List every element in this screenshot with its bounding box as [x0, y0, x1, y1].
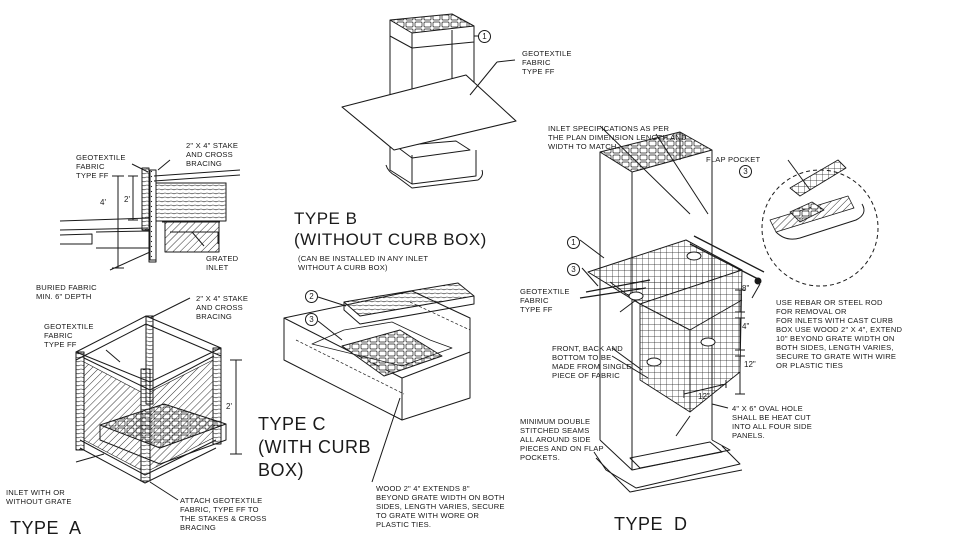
- dim-section-2ft: 2': [124, 195, 130, 204]
- dim-d-12in-side: 12": [744, 360, 756, 369]
- type-a-drawing: [75, 297, 242, 501]
- note-d-geotextile: GEOTEXTILE FABRIC TYPE FF: [520, 287, 570, 314]
- dim-d-8in: 8": [742, 284, 750, 293]
- note-d-rebar: USE REBAR OR STEEL ROD FOR REMOVAL OR FO…: [776, 298, 903, 370]
- type-b-subtitle: (WITHOUT CURB BOX): [294, 230, 487, 249]
- section-view-drawing: [59, 159, 241, 271]
- note-d-oval-hole: 4" X 6" OVAL HOLE SHALL BE HEAT CUT INTO…: [732, 404, 812, 440]
- type-b-title: TYPE B: [294, 209, 358, 228]
- dim-d-4in: 4": [742, 322, 750, 331]
- type-a-label: TYPE A: [10, 518, 82, 538]
- note-d-flap-pocket: FLAP POCKET: [706, 155, 761, 164]
- note-a-inlet: INLET WITH OR WITHOUT GRATE: [6, 488, 72, 506]
- dim-section-4ft: 4': [100, 198, 106, 207]
- callout-3-flap: 3: [739, 165, 752, 178]
- callout-1-type-b: 1: [478, 30, 491, 43]
- type-c-drawing: [283, 282, 475, 483]
- callout-3-type-c: 3: [305, 313, 318, 326]
- note-a-attach: ATTACH GEOTEXTILE FABRIC, TYPE FF TO THE…: [180, 496, 267, 532]
- note-section-buried-fabric: BURIED FABRIC MIN. 6" DEPTH: [36, 283, 97, 301]
- callout-3-type-d: 3: [567, 263, 580, 276]
- note-a-stake: 2" X 4" STAKE AND CROSS BRACING: [196, 294, 249, 321]
- note-d-inlet-spec: INLET SPECIFICATIONS AS PER THE PLAN DIM…: [548, 124, 687, 151]
- note-b-geotextile: GEOTEXTILE FABRIC TYPE FF: [522, 49, 572, 76]
- note-section-stake: 2" X 4" STAKE AND CROSS BRACING: [186, 141, 239, 168]
- type-d-label: TYPE D: [614, 514, 688, 534]
- note-c-wood: WOOD 2" 4" EXTENDS 8" BEYOND GRATE WIDTH…: [376, 484, 505, 529]
- callout-2-type-c: 2: [305, 290, 318, 303]
- note-d-front-back: FRONT, BACK AND BOTTOM TO BE MADE FROM S…: [552, 344, 632, 380]
- type-c-line2: (WITH CURB: [258, 437, 371, 457]
- dim-a-2ft: 2': [226, 402, 232, 411]
- type-c-line3: BOX): [258, 460, 305, 480]
- note-section-geotextile: GEOTEXTILE FABRIC TYPE FF: [76, 153, 126, 180]
- note-section-grated-inlet: GRATED INLET: [206, 254, 239, 272]
- dim-d-12in-bottom: 12": [698, 392, 710, 401]
- note-a-geotextile: GEOTEXTILE FABRIC TYPE FF: [44, 322, 94, 349]
- type-c-line1: TYPE C: [258, 414, 327, 434]
- note-b-install: (CAN BE INSTALLED IN ANY INLET WITHOUT A…: [298, 254, 429, 272]
- type-d-drawing: [579, 125, 879, 493]
- callout-1-type-d: 1: [567, 236, 580, 249]
- note-d-seams: MINIMUM DOUBLE STITCHED SEAMS ALL AROUND…: [520, 417, 604, 462]
